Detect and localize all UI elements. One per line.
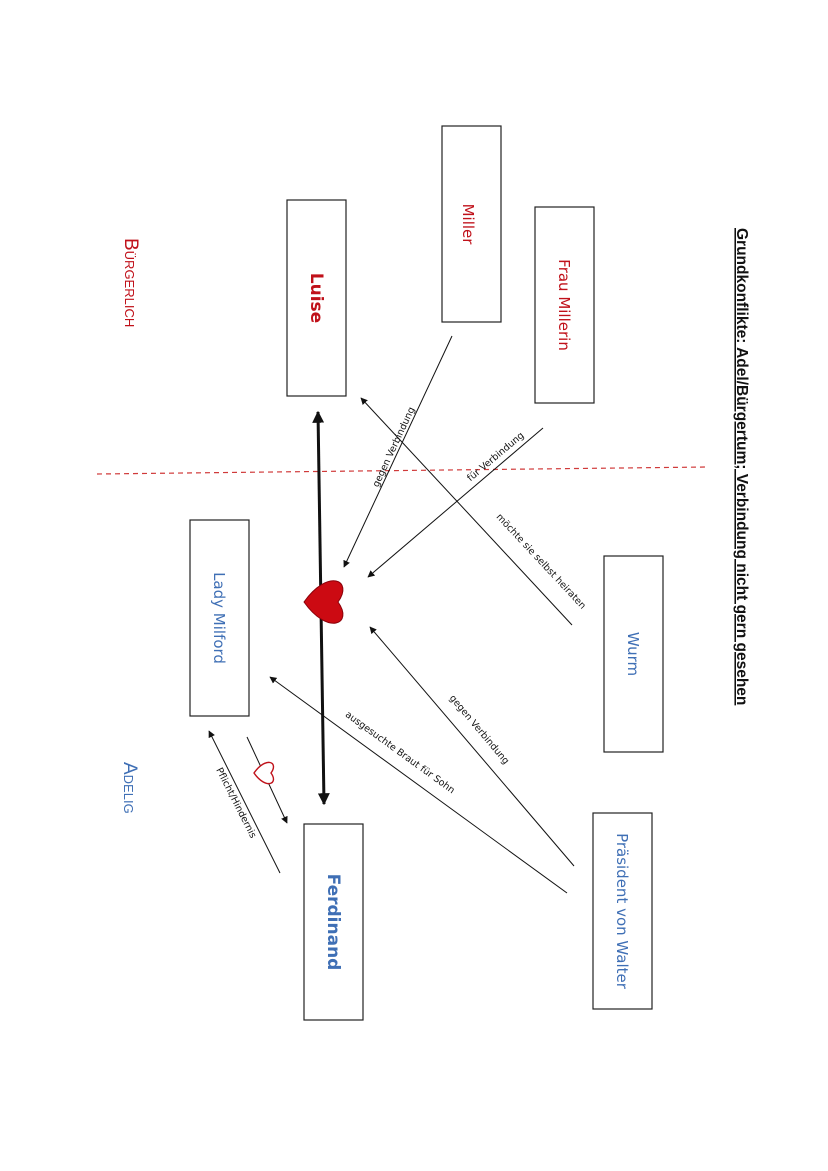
class-label-buergerlich: Bürgerlich [120,238,141,327]
box-lady-milford-label: Lady Milford [210,572,228,664]
diagram-title: Grundkonflikte: Adel/Bürgertum; Verbindu… [733,228,750,705]
arrow-praesident-braut [269,676,568,894]
box-luise-label: Luise [306,273,326,323]
box-miller: Miller [441,125,502,323]
label-praesident-gegen: gegen Verbindung [447,693,511,767]
label-wurm-heiraten: möchte sie selbst heiraten [494,512,588,612]
box-ferdinand-label: Ferdinand [323,874,343,971]
label-pflicht-hindernis: Pflicht/Hindernis [213,766,258,840]
small-heart-icon [253,761,275,785]
label-millerin-fuer: für Verbindung [465,430,526,484]
label-praesident-braut: ausgesuchte Braut für Sohn [343,709,457,796]
box-praesident-label: Präsident von Walter [613,833,631,990]
box-luise: Luise [286,199,347,397]
box-miller-label: Miller [459,204,477,246]
box-praesident: Präsident von Walter [592,812,653,1010]
label-miller-gegen: gegen Verbindung [371,405,418,489]
class-divider-line [96,466,709,475]
class-label-adelig: Adelig [119,762,140,814]
box-frau-millerin-label: Frau Millerin [555,259,573,351]
box-ferdinand: Ferdinand [303,823,364,1021]
box-wurm-label: Wurm [624,632,642,676]
arrow-millerin-fuer [367,427,544,578]
arrow-wurm-heiraten [360,397,573,626]
box-wurm: Wurm [603,555,664,753]
arrow-pflicht-hindernis [208,730,281,874]
arrow-miller-gegen [343,335,453,568]
heart-icon [303,580,344,624]
box-frau-millerin: Frau Millerin [534,206,595,404]
arrow-praesident-gegen [369,626,575,867]
box-lady-milford: Lady Milford [189,519,250,717]
